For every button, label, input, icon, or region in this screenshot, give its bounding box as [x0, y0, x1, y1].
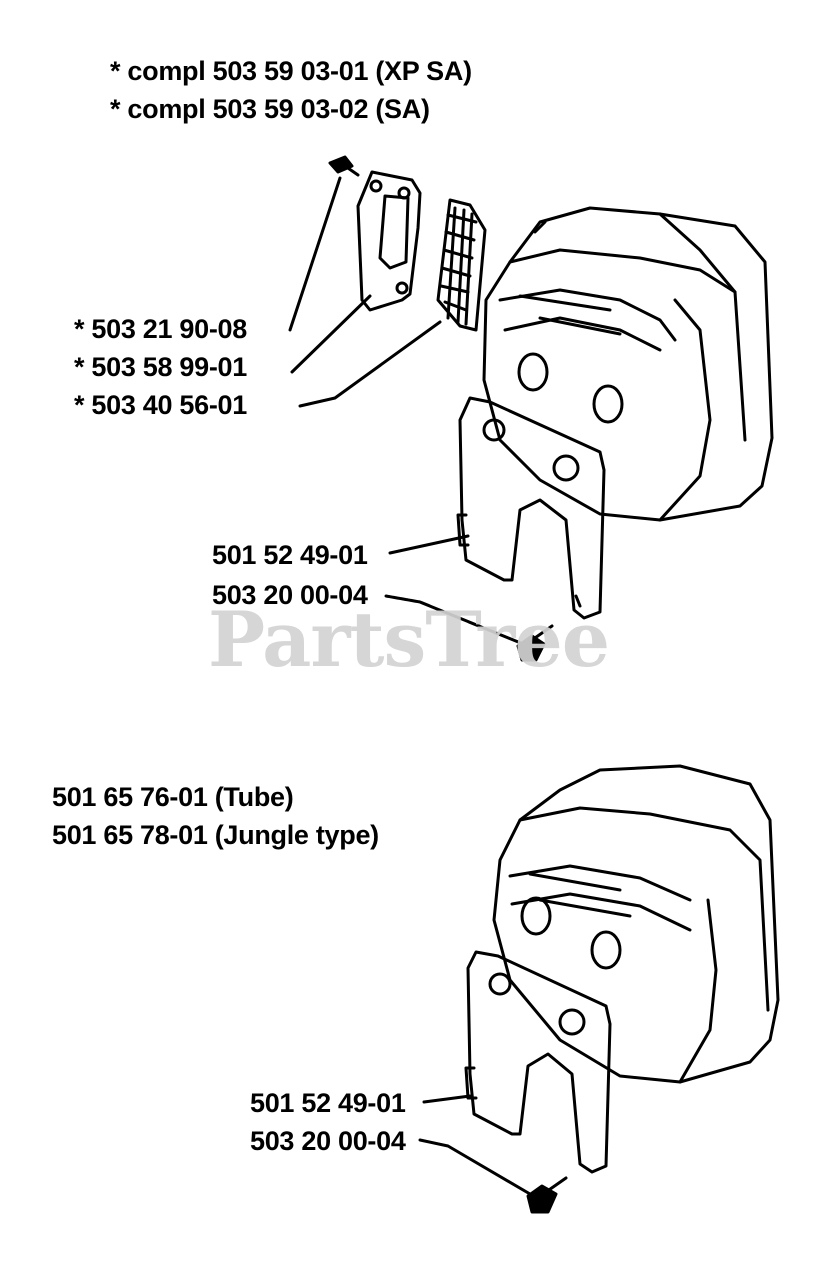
- gasket-icon: [356, 170, 422, 312]
- compl-label-sa: * compl 503 59 03-02 (SA): [110, 94, 430, 124]
- spark-screen-icon: [436, 198, 487, 332]
- bolt-icon: [526, 1176, 568, 1214]
- muffler-icon: [492, 764, 780, 1084]
- part-label-screw: * 503 21 90-08: [74, 314, 247, 344]
- muffler-icon: [482, 206, 774, 522]
- part-label-gasket: * 503 58 99-01: [74, 352, 247, 382]
- muffler-bracket-icon: [456, 396, 606, 620]
- muffler-bracket-icon: [464, 950, 612, 1174]
- part-label-bracket-lower: 501 52 49-01: [250, 1088, 406, 1118]
- part-label-bolt-lower: 503 20 00-04: [250, 1126, 406, 1156]
- variant-label-tube: 501 65 76-01 (Tube): [52, 782, 294, 812]
- part-label-bracket-upper: 501 52 49-01: [212, 540, 368, 570]
- watermark-logo: PartsTree: [208, 595, 610, 684]
- part-label-bolt-upper: 503 20 00-04: [212, 580, 368, 610]
- compl-label-xp-sa: * compl 503 59 03-01 (XP SA): [110, 56, 472, 86]
- screw-icon: [328, 155, 360, 177]
- part-label-spark-screen: * 503 40 56-01: [74, 390, 247, 420]
- variant-label-jungle: 501 65 78-01 (Jungle type): [52, 820, 379, 850]
- bolt-icon: [516, 624, 554, 662]
